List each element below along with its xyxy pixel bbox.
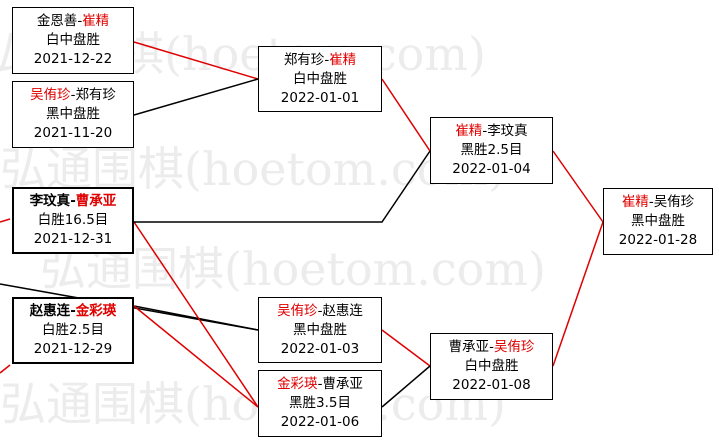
- white-player: 吴侑珍: [493, 339, 535, 355]
- black-player: 吴侑珍: [277, 302, 318, 319]
- connector: [134, 150, 431, 223]
- black-player: 吴侑珍: [30, 87, 71, 103]
- connector: [381, 329, 431, 367]
- match-card[interactable]: 赵惠连-金彩瑛 白胜2.5目 2021-12-29: [12, 297, 134, 364]
- game-result: 黑中盘胜: [293, 321, 347, 338]
- game-result: 黑胜3.5目: [289, 395, 351, 411]
- game-result: 白中盘胜: [46, 32, 100, 48]
- game-date: 2022-01-28: [618, 232, 698, 248]
- game-result: 黑中盘胜: [46, 106, 100, 122]
- connector: [0, 218, 11, 223]
- match-card[interactable]: 崔精-李玟真 黑胜2.5目 2022-01-04: [430, 117, 553, 184]
- game-date: 2022-01-01: [280, 89, 360, 106]
- white-player: 金彩瑛: [75, 303, 117, 319]
- connector: [552, 150, 604, 223]
- game-result: 白胜2.5目: [42, 322, 104, 338]
- game-date: 2022-01-04: [452, 161, 531, 177]
- match-card[interactable]: 曹承亚-吴侑珍 白中盘胜 2022-01-08: [430, 333, 553, 400]
- game-date: 2021-12-31: [33, 231, 113, 247]
- match-card[interactable]: 李玟真-曹承亚 白胜16.5目 2021-12-31: [12, 187, 134, 254]
- game-date: 2022-01-03: [280, 340, 360, 357]
- match-card[interactable]: 金彩瑛-曹承亚 黑胜3.5目 2022-01-06: [258, 370, 382, 437]
- white-player: 赵惠连: [322, 302, 363, 319]
- connector: [133, 78, 259, 116]
- connector: [133, 305, 259, 408]
- white-player: 李玟真: [487, 123, 528, 139]
- black-player: 崔精: [621, 194, 649, 210]
- white-player: 曹承亚: [322, 376, 363, 392]
- black-player: 郑有珍: [283, 51, 325, 68]
- game-result: 白中盘胜: [293, 70, 347, 87]
- black-player: 崔精: [455, 123, 483, 139]
- connector: [381, 78, 431, 152]
- game-date: 2022-01-06: [280, 414, 360, 430]
- game-result: 黑胜2.5目: [460, 142, 523, 158]
- black-player: 赵惠连: [29, 303, 71, 319]
- game-date: 2021-12-29: [33, 341, 113, 357]
- connector: [381, 365, 431, 408]
- black-player: 曹承亚: [448, 339, 490, 355]
- connector: [552, 221, 604, 367]
- white-player: 崔精: [82, 13, 110, 29]
- match-card[interactable]: 郑有珍-崔精 白中盘胜 2022-01-01: [258, 46, 382, 112]
- match-card[interactable]: 吴侑珍-赵惠连 黑中盘胜 2022-01-03: [258, 297, 382, 363]
- black-player: 金彩瑛: [277, 376, 318, 392]
- connector: [133, 41, 259, 80]
- black-player: 李玟真: [29, 193, 71, 209]
- game-result: 黑中盘胜: [631, 213, 685, 229]
- white-player: 郑有珍: [75, 87, 116, 103]
- game-date: 2022-01-08: [452, 377, 531, 393]
- connector: [133, 221, 259, 408]
- game-date: 2021-11-20: [33, 125, 113, 141]
- white-player: 崔精: [329, 51, 357, 68]
- connector: [0, 364, 11, 374]
- match-card[interactable]: 崔精-吴侑珍 黑中盘胜 2022-01-28: [603, 188, 713, 255]
- match-card[interactable]: 吴侑珍-郑有珍 黑中盘胜 2021-11-20: [12, 81, 134, 148]
- game-result: 白胜16.5目: [37, 212, 109, 228]
- black-player: 金恩善: [36, 13, 78, 29]
- white-player: 曹承亚: [75, 193, 117, 209]
- game-result: 白中盘胜: [464, 358, 519, 374]
- white-player: 吴侑珍: [653, 194, 695, 210]
- game-date: 2021-12-22: [33, 51, 113, 67]
- match-card[interactable]: 金恩善-崔精 白中盘胜 2021-12-22: [12, 7, 134, 74]
- connector: [133, 305, 259, 331]
